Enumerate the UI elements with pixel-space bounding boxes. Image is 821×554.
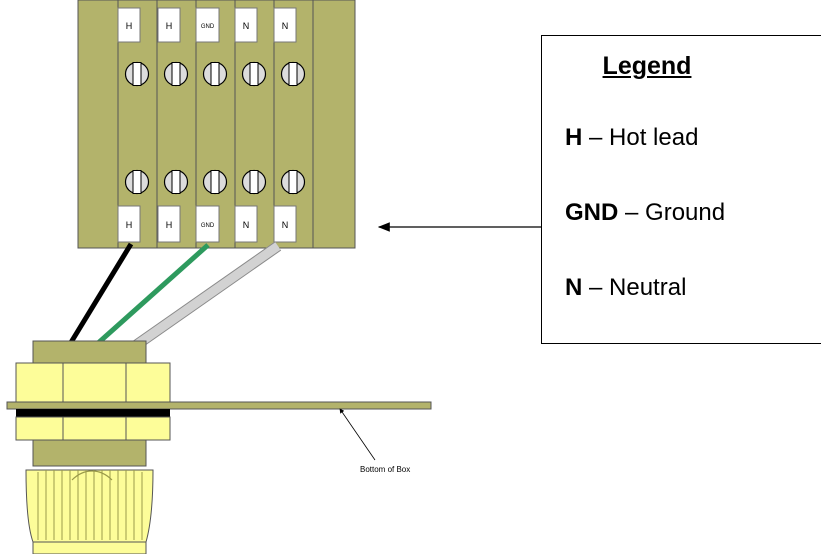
legend-item: GND – Ground <box>565 199 725 227</box>
screw-icon <box>124 61 150 87</box>
screw-icon <box>241 169 267 195</box>
legend-desc: Neutral <box>609 274 687 301</box>
screw-icon <box>202 169 228 195</box>
terminal-block: H H GND N N H H GND N N <box>77 0 356 249</box>
legend-item: N – Neutral <box>565 274 686 302</box>
screw-icon <box>124 169 150 195</box>
legend-dash: – <box>625 199 646 226</box>
terminal-label-top: H <box>126 21 133 31</box>
cable-gland <box>6 340 432 554</box>
terminal-label-top: N <box>282 21 289 31</box>
gland-top-collar <box>32 340 147 365</box>
gland-nut <box>15 362 171 403</box>
legend-code: N <box>565 274 583 301</box>
terminal-label-tab <box>273 205 297 243</box>
screw-icon <box>241 61 267 87</box>
wire-neutral <box>131 241 282 351</box>
terminal-label-top: GND <box>201 24 215 30</box>
terminal-label-bottom: N <box>282 220 289 230</box>
legend-box: Legend H – Hot lead GND – Ground N – Neu… <box>541 35 821 344</box>
terminal-label-tab <box>234 205 258 243</box>
terminal-label-top: N <box>243 21 250 31</box>
terminal-label-bottom: N <box>243 220 250 230</box>
bottom-of-box-label: Bottom of Box <box>360 465 410 474</box>
legend-dash: – <box>589 274 610 301</box>
gland-lower-nut <box>15 416 171 441</box>
screw-icon <box>163 61 189 87</box>
terminal-label-bottom: GND <box>201 223 215 229</box>
gland-gasket <box>16 409 170 417</box>
terminal-label-bottom: H <box>126 220 133 230</box>
screw-icon <box>202 61 228 87</box>
screw-icon <box>163 169 189 195</box>
bottom-of-box-panel <box>6 401 432 410</box>
screw-icon <box>280 169 306 195</box>
terminal-label-tab <box>117 7 141 43</box>
terminal-label-top: H <box>166 21 173 31</box>
terminal-label-tab <box>195 205 220 243</box>
gland-body <box>32 439 147 467</box>
wires <box>67 241 282 351</box>
legend-item: H – Hot lead <box>565 124 698 152</box>
terminal-label-tab <box>117 205 141 243</box>
annotation-leader-line <box>339 408 376 461</box>
screw-icon <box>280 61 306 87</box>
wire-hot <box>67 242 134 346</box>
legend-code: H <box>565 124 583 151</box>
legend-desc: Hot lead <box>609 124 699 151</box>
terminal-label-tab <box>234 7 258 43</box>
wire-ground <box>95 243 210 346</box>
terminal-label-tab <box>273 7 297 43</box>
legend-dash: – <box>589 124 610 151</box>
legend-desc: Ground <box>645 199 726 226</box>
legend-title: Legend <box>602 52 692 80</box>
gland-base <box>32 541 147 554</box>
terminal-label-tab <box>157 205 181 243</box>
terminal-label-tab <box>157 7 181 43</box>
terminal-label-tab <box>195 7 220 43</box>
legend-code: GND <box>565 199 619 226</box>
terminal-label-bottom: H <box>166 220 173 230</box>
